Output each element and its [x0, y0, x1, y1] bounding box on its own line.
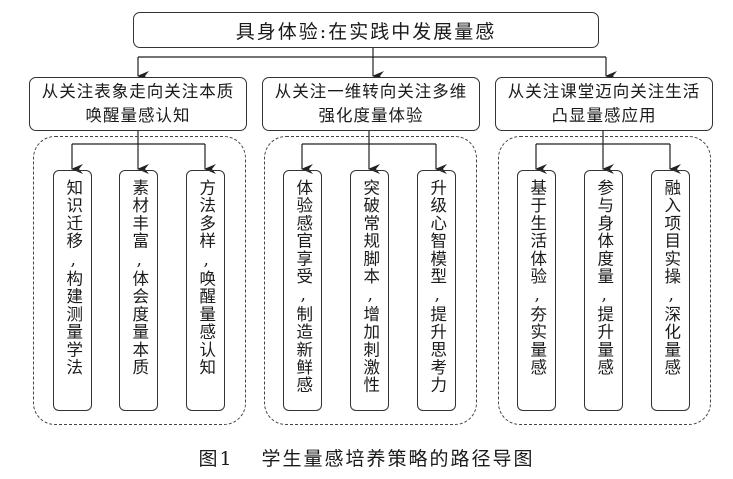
leaf-label: 突破常规脚本,增加刺激性 [360, 179, 380, 394]
root-node: 具身体验:在实践中发展量感 [133, 12, 599, 48]
leaf-node-3-1: 基于生活体验,夯实量感 [517, 170, 556, 411]
leaf-label: 基于生活体验,夯实量感 [527, 179, 547, 377]
root-label: 具身体验:在实践中发展量感 [235, 20, 497, 43]
branch-1-title-line2: 唤醒量感认知 [85, 106, 191, 125]
leaf-label: 参与身体度量,提升量感 [594, 179, 614, 377]
branch-3-title-line1: 从关注课堂迈向关注生活 [507, 82, 701, 101]
leaf-node-1-2: 素材丰富,体会度量本质 [119, 170, 158, 411]
leaf-node-3-3: 融入项目实操,深化量感 [651, 170, 690, 411]
branch-2-title-line1: 从关注一维转向关注多维 [274, 82, 468, 101]
leaf-label: 融入项目实操,深化量感 [661, 179, 681, 377]
branch-3-leaf-group [498, 136, 711, 425]
leaf-node-1-1: 知识迁移,构建测量学法 [53, 170, 92, 411]
figure-number: 图1 [198, 448, 234, 470]
figure-title: 学生量感培养策略的路径导图 [261, 448, 535, 470]
leaf-label: 升级心智模型,提升思考力 [427, 179, 447, 394]
branch-2-leaf-group [264, 136, 477, 425]
figure-caption: 图1 学生量感培养策略的路径导图 [0, 444, 733, 471]
branch-2-title-line2: 强化度量体验 [318, 106, 424, 125]
branch-1-title-line1: 从关注表象走向关注本质 [41, 82, 235, 101]
leaf-label: 知识迁移,构建测量学法 [63, 179, 83, 377]
leaf-label: 素材丰富,体会度量本质 [129, 179, 149, 377]
leaf-node-3-2: 参与身体度量,提升量感 [584, 170, 623, 411]
leaf-node-2-1: 体验感官享受,制造新鲜感 [283, 170, 322, 411]
branch-3-title-line2: 凸显量感应用 [551, 106, 657, 125]
branch-1-leaf-group [33, 136, 246, 425]
leaf-node-2-2: 突破常规脚本,增加刺激性 [350, 170, 389, 411]
leaf-label: 方法多样,唤醒量感认知 [196, 179, 216, 377]
leaf-label: 体验感官享受,制造新鲜感 [293, 179, 313, 394]
branch-node-2: 从关注一维转向关注多维 强化度量体验 [262, 77, 480, 131]
branch-node-3: 从关注课堂迈向关注生活 凸显量感应用 [495, 77, 713, 131]
branch-node-1: 从关注表象走向关注本质 唤醒量感认知 [29, 77, 247, 131]
leaf-node-1-3: 方法多样,唤醒量感认知 [186, 170, 225, 411]
leaf-node-2-3: 升级心智模型,提升思考力 [417, 170, 456, 411]
